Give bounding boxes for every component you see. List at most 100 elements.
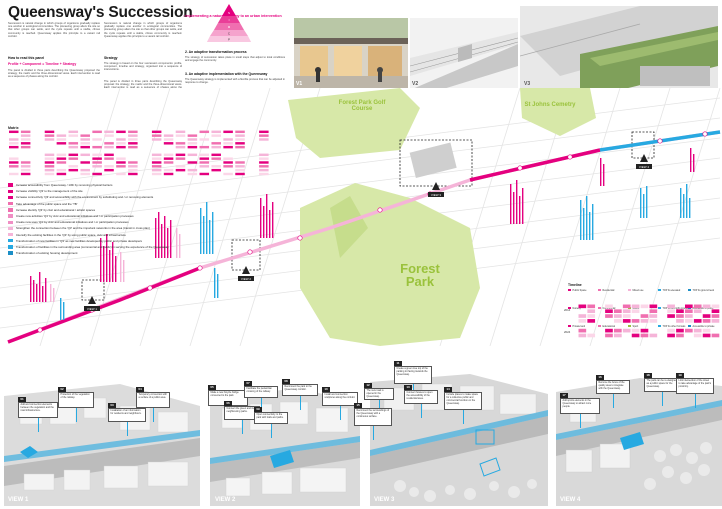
callout-note: Open connectivity to the park with trail… <box>254 412 288 424</box>
callout-leader-line <box>580 414 581 428</box>
callout-note: Connect houses to open the accessibility… <box>404 390 438 404</box>
timeline-cell <box>711 319 720 323</box>
callout-note: The new road is opened in the Queensway. <box>364 388 394 400</box>
matrix-cell <box>92 165 102 168</box>
callout-text: Facilitate the pedestrian crossing of th… <box>246 387 272 393</box>
intervention-bar-cluster <box>30 148 695 320</box>
callout-text: Temporary connection with a surface of a… <box>138 393 167 399</box>
legend-text: Increase visibility 'Q3' to the manageme… <box>16 189 83 194</box>
callout-leader-line <box>242 420 243 434</box>
page-title: Queensway's Succession <box>8 4 193 21</box>
matrix-cell <box>92 145 102 149</box>
callout-number-badge: 08 <box>282 379 290 384</box>
timeline-cell <box>622 314 631 318</box>
timeline-cell <box>631 309 640 314</box>
timeline-cell <box>614 314 622 318</box>
matrix-cell <box>116 165 126 168</box>
matrix-cell <box>104 153 114 157</box>
callout-leader-line <box>379 400 380 414</box>
timeline-cell <box>578 314 587 318</box>
timeline-cell <box>614 319 622 323</box>
timeline-cell <box>676 309 684 314</box>
matrix-cell <box>199 153 210 157</box>
matrix-cell <box>92 153 102 157</box>
matrix-cell <box>211 165 221 168</box>
timeline-cell <box>667 314 675 318</box>
matrix-cell <box>223 172 233 176</box>
timeline-key-swatch <box>598 324 601 328</box>
matrix-cell <box>151 153 162 157</box>
timeline-key-label: TOP Its left-right ground <box>662 306 688 310</box>
timeline-key-label: Accessible to private <box>692 324 715 328</box>
view-marker[interactable]: VIEW 3 <box>428 182 444 197</box>
view-marker[interactable]: VIEW 2 <box>238 266 254 281</box>
timeline-cell <box>587 319 596 323</box>
callout-number-badge: 02 <box>58 387 66 392</box>
timeline-cell <box>640 314 649 318</box>
matrix-cell <box>259 157 269 160</box>
matrix-cell <box>80 168 90 172</box>
timeline-cell <box>622 319 631 323</box>
callout-note: Install and connection sculptures along … <box>322 392 358 406</box>
timeline-cell <box>640 328 649 333</box>
view-marker[interactable]: VIEW 4 <box>636 154 652 169</box>
timeline-cell <box>676 314 684 318</box>
matrix-cell <box>9 165 19 168</box>
legend-item: Increase visibility 'Q3' to the manageme… <box>8 188 246 194</box>
callout-number-badge: 15 <box>354 403 362 408</box>
matrix-cell <box>20 145 31 149</box>
timeline-key-item: Accessible to private <box>688 324 718 328</box>
timeline-key-item: Nursery <box>568 306 598 310</box>
matrix-cell <box>235 161 245 164</box>
timeline-key-label: TOP Its ground level <box>692 288 715 292</box>
matrix-cell <box>116 138 126 141</box>
legend-item: Increase connectivity 'Q3' and accessibi… <box>8 194 246 200</box>
matrix-cell <box>175 142 186 145</box>
matrix-cell <box>9 145 19 149</box>
timeline-cell <box>605 328 613 333</box>
callout-text: Protection of the vegetation of the rail… <box>60 393 90 399</box>
focus-area-box <box>631 131 655 159</box>
callout-number-badge: 06 <box>224 401 232 406</box>
callout-note: Remove the fence of the quality area to … <box>596 380 630 394</box>
matrix-cell <box>163 157 174 160</box>
timeline-cell <box>578 333 587 338</box>
view-4-label: VIEW 4 <box>560 497 581 503</box>
timeline-cell <box>649 314 658 318</box>
timeline-cell <box>631 333 640 338</box>
view-3-model <box>370 374 548 506</box>
timeline-key-swatch <box>568 288 571 292</box>
pyramid-label: M <box>228 25 231 29</box>
matrix-cell <box>151 168 162 172</box>
strategy-paragraph: The strategy is based on the four succes… <box>104 62 182 72</box>
matrix-cell <box>20 161 31 164</box>
matrix-cell <box>44 168 55 172</box>
matrix-cell <box>80 153 90 157</box>
timeline-key-item: Residential <box>598 288 628 292</box>
matrix-cell <box>20 142 31 145</box>
timeline-cell <box>578 304 587 309</box>
callout-text: Add sports elements in the Queensway to … <box>562 399 592 408</box>
svg-text:VIEW 2: VIEW 2 <box>241 277 252 281</box>
matrix-cell <box>211 153 221 157</box>
timeline-cell <box>605 309 613 314</box>
timeline-cell <box>649 319 658 323</box>
callout-leader-line <box>421 404 422 418</box>
timeline-year-start: 2014 <box>564 308 571 312</box>
matrix-cell <box>68 134 79 137</box>
matrix-cell <box>44 157 55 160</box>
view-marker[interactable]: VIEW 1 <box>84 296 100 311</box>
legend-item: Create new activities 'Q3' by civic and … <box>8 213 246 219</box>
timeline-cell <box>667 309 675 314</box>
matrix-cell <box>128 138 138 141</box>
matrix-cell <box>116 142 126 145</box>
matrix-cell <box>259 153 269 157</box>
matrix-cell <box>104 130 114 134</box>
matrix-cell <box>20 130 31 134</box>
matrix-cell <box>44 172 55 176</box>
matrix-cell <box>80 145 90 149</box>
matrix-cell <box>187 145 198 149</box>
timeline-key-label: Public Space <box>572 288 587 292</box>
matrix-cell <box>128 168 138 172</box>
callout-leader-line <box>373 426 374 440</box>
